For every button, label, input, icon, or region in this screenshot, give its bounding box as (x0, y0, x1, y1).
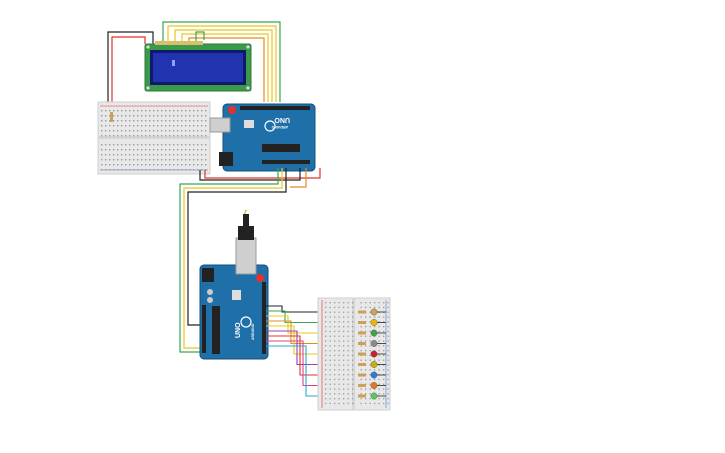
analog-header (202, 305, 206, 353)
led-body (370, 308, 378, 316)
usb-port (209, 117, 231, 133)
arduino-logo-icon (264, 120, 276, 132)
arduino-bottom-brand: UNO (235, 322, 242, 338)
resistor (358, 310, 366, 314)
arduino-logo-icon (240, 316, 252, 328)
led-5 (358, 350, 386, 358)
arduino-top-sub: ARDUINO (271, 125, 288, 129)
arduino-bottom: UNO ARDUINO (199, 209, 269, 360)
led-2 (358, 319, 386, 326)
led-1 (358, 308, 386, 316)
resistor (110, 112, 113, 122)
led-body (370, 319, 378, 326)
led-body (370, 361, 378, 368)
breadboard-leds (317, 297, 391, 411)
atmega-chip (262, 144, 300, 152)
led-body (370, 329, 378, 337)
power-jack (202, 268, 214, 282)
digital-header (262, 282, 266, 354)
resistor (358, 394, 366, 398)
arduino-top-brand: UNO (274, 116, 290, 123)
resistor (358, 352, 366, 356)
led-body (370, 340, 378, 347)
led-body (370, 392, 378, 400)
reset-button (228, 106, 236, 114)
led-body (370, 382, 378, 389)
lcd-module (144, 41, 252, 92)
resistor (358, 321, 366, 324)
led-3 (358, 329, 386, 337)
resistor (358, 331, 366, 335)
inter-board-wires (179, 168, 321, 353)
digital-header (240, 106, 310, 110)
usb-port (235, 237, 257, 275)
arduino-bottom-sub: ARDUINO (251, 323, 255, 340)
breadboard-top-holes (101, 110, 207, 171)
lcd-pin-header (155, 41, 203, 45)
reset-button (256, 274, 264, 282)
analog-header (262, 160, 310, 164)
led-6 (358, 361, 386, 368)
power-jack (219, 152, 233, 166)
atmega-chip (212, 306, 220, 354)
led-9 (358, 392, 386, 400)
resistor (358, 384, 366, 387)
led-array (358, 308, 386, 400)
breadboard-leds-holes (325, 302, 389, 405)
usb-plug (238, 226, 254, 240)
led-8 (358, 382, 386, 389)
led-4 (358, 340, 386, 347)
breadboard-top (97, 101, 211, 175)
led-7 (358, 371, 386, 379)
arduino-top: UNO ARDUINO (209, 103, 316, 172)
lcd-wires (107, 21, 281, 104)
resistor (358, 342, 366, 345)
resistor (358, 373, 366, 377)
led-body (370, 350, 378, 358)
led-body (370, 371, 378, 379)
resistor (358, 363, 366, 366)
